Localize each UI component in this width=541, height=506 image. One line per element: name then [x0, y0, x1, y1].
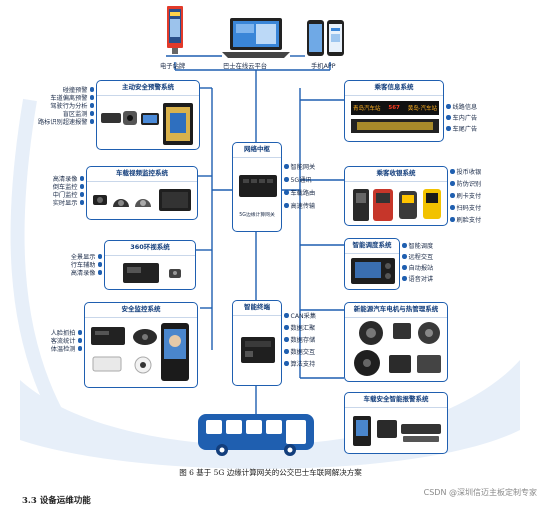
edge-gateway-image	[239, 175, 277, 197]
label-list: 人脸抓拍 客流统计 体温检测	[18, 330, 84, 354]
active-safety-warning-section: 主动安全预警系统	[96, 80, 200, 150]
electronic-sign-device	[166, 6, 184, 54]
label-list: 投币收银 防伪识别 刷卡支付 扫码支付 刷脸支付	[448, 169, 481, 225]
dispatch-device-image	[351, 258, 395, 284]
section-title: 车载视频监控系统	[116, 169, 168, 177]
section-title: 智能终端	[244, 303, 270, 311]
item-label: 防伪识别	[448, 181, 481, 189]
label-list: 碰撞预警 车道偏离预警 驾驶行为分析 盲区监测 路标识别超速报警	[30, 87, 96, 127]
terminal-device-image	[241, 337, 275, 363]
item-label: 远程交互	[400, 254, 433, 262]
dispatch-section: 智能调度系统	[344, 238, 400, 290]
item-label: 数据汇聚	[282, 325, 316, 333]
led-text-2: 567	[388, 105, 400, 111]
sign-label: 电子站牌	[160, 63, 186, 70]
label-list: 全景显示 行车辅助 高清录像	[38, 254, 104, 278]
section-title: 智能调度系统	[352, 241, 392, 249]
item-label: 刷卡支付	[448, 193, 481, 201]
security-devices-image	[91, 323, 189, 381]
item-label: 语音对讲	[400, 276, 433, 284]
led-text-3: 黄岛·汽车站	[407, 106, 437, 112]
passenger-info-section: 乘客信息系统 青岛汽车站 567 黄岛·汽车站	[344, 80, 444, 142]
label-list: 智能调度 远程交互 自动报站 语音对讲	[400, 243, 433, 284]
label-list: 智能网关 5G通讯 车载路由 高速传输	[282, 164, 315, 211]
item-label: 自动报站	[400, 265, 433, 273]
led-display: 青岛汽车站 567 黄岛·汽车站	[351, 101, 439, 115]
gateway-label: 5G边缘计算网关	[239, 213, 275, 218]
item-label: 车道偏离预警	[30, 95, 96, 103]
section-title: 网络中枢	[244, 145, 270, 153]
surround-view-section: 360环视系统	[104, 240, 196, 290]
surround-view-devices-image	[123, 263, 181, 283]
item-label: 线路信息	[444, 104, 477, 112]
item-label: 5G通讯	[282, 177, 315, 185]
cloud-label: 巴士在线云平台	[223, 63, 268, 70]
section-subhead: 3.3 设备运维功能	[22, 496, 91, 506]
item-label: 数据存储	[282, 337, 316, 345]
item-label: 智能网关	[282, 164, 315, 172]
item-label: 碰撞预警	[30, 87, 96, 95]
item-label: 刷脸支付	[448, 217, 481, 225]
item-label: 行车辅助	[38, 262, 104, 270]
item-label: 路标识别超速报警	[30, 119, 96, 127]
phone-device	[305, 18, 347, 58]
smart-terminal-section: 智能终端	[232, 300, 282, 386]
cameras-image	[93, 189, 191, 211]
fare-devices-image	[353, 189, 441, 221]
bus-illustration	[196, 412, 316, 458]
watermark: CSDN @深圳信迈主板定制专家	[423, 488, 537, 497]
safety-alarm-section: 车载安全智能报警系统	[344, 392, 448, 454]
item-label: 盲区监测	[30, 111, 96, 119]
section-title: 乘客信息系统	[374, 83, 414, 91]
item-label: 高清录像	[38, 270, 104, 278]
section-title: 主动安全预警系统	[122, 83, 174, 91]
item-label: 算法支持	[282, 361, 316, 369]
network-hub-section: 网络中枢 5G边缘计算网关	[232, 142, 282, 232]
item-label: 数据交互	[282, 349, 316, 357]
fare-collection-section: 乘客收银系统	[344, 166, 448, 226]
item-label: 投币收银	[448, 169, 481, 177]
adas-devices-image	[101, 103, 193, 145]
item-label: CAN采集	[282, 313, 316, 321]
alarm-devices-image	[353, 416, 441, 446]
app-label: 手机APP	[311, 63, 336, 70]
label-list: 线路信息 车内广告 车尾广告	[444, 104, 477, 134]
item-label: 驾驶行为分析	[30, 103, 96, 111]
section-title: 新能源汽车电机与热管理系统	[353, 305, 439, 313]
led-display-small	[351, 119, 439, 133]
item-label: 车内广告	[444, 115, 477, 123]
item-label: 实时显示	[20, 200, 86, 208]
ev-motor-thermal-section: 新能源汽车电机与热管理系统	[344, 302, 448, 382]
section-title: 乘客收银系统	[376, 169, 416, 177]
cloud-platform-laptop	[222, 18, 290, 58]
item-label: 高清录像	[20, 176, 86, 184]
label-list: 高清录像 倒车监控 中门监控 实时显示	[20, 176, 86, 208]
section-title: 车载安全智能报警系统	[363, 395, 429, 403]
item-label: 车尾广告	[444, 126, 477, 134]
item-label: 体温检测	[18, 346, 84, 354]
video-surveillance-section: 车载视频监控系统	[86, 166, 198, 220]
section-title: 360环视系统	[130, 243, 170, 251]
led-text-1: 青岛汽车站	[353, 106, 381, 112]
item-label: 扫码支付	[448, 205, 481, 213]
item-label: 高速传输	[282, 203, 315, 211]
label-list: CAN采集 数据汇聚 数据存储 数据交互 算法支持	[282, 313, 316, 369]
item-label: 车载路由	[282, 190, 315, 198]
item-label: 人脸抓拍	[18, 330, 84, 338]
security-monitoring-section: 安全监控系统	[84, 302, 198, 388]
item-label: 智能调度	[400, 243, 433, 251]
item-label: 全景显示	[38, 254, 104, 262]
item-label: 中门监控	[20, 192, 86, 200]
figure-caption: 图 6 基于 5G 边缘计算网关的公交巴士车联网解决方案	[179, 468, 362, 477]
motor-devices-image	[354, 321, 441, 376]
section-title: 安全监控系统	[121, 305, 161, 313]
item-label: 客流统计	[18, 338, 84, 346]
item-label: 倒车监控	[20, 184, 86, 192]
